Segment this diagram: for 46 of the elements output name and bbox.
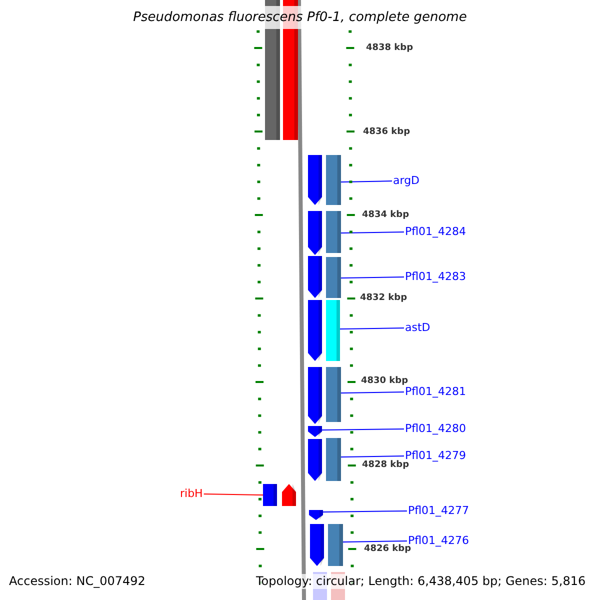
scale-label: 4838 kbp <box>366 43 414 54</box>
gene-bar <box>326 257 341 298</box>
gene-label: ribH <box>180 487 203 501</box>
leader-line <box>342 540 408 542</box>
leader-line <box>340 232 404 234</box>
gene-feature <box>309 510 323 520</box>
gene-feature <box>310 524 324 566</box>
gene-label: astD <box>405 321 430 335</box>
scale-label: 4836 kbp <box>363 127 410 138</box>
leader-line <box>340 276 404 278</box>
gene-feature <box>308 256 322 298</box>
gene-bar <box>326 300 340 361</box>
scale-label: 4828 kbp <box>362 460 410 471</box>
leader-line <box>322 428 404 430</box>
gene-label: Pfl01_4281 <box>405 385 466 399</box>
leader-line <box>340 328 404 330</box>
gene-feature <box>308 367 322 424</box>
gene-label: Pfl01_4283 <box>405 270 466 284</box>
gene-bar <box>326 438 341 481</box>
leader-line <box>340 180 392 182</box>
gene-feature <box>282 484 296 506</box>
gene-label: Pfl01_4280 <box>405 422 466 436</box>
gene-feature <box>308 211 322 255</box>
scale-label: 4830 kbp <box>361 376 408 386</box>
gene-bar <box>326 367 341 422</box>
footer-text: Accession: NC_007492 <box>9 574 146 589</box>
gene-label: Pfl01_4284 <box>405 225 466 239</box>
leader-line <box>340 456 404 458</box>
gene-feature <box>308 155 322 205</box>
gene-label: Pfl01_4277 <box>408 504 470 518</box>
gene-bar <box>263 484 277 506</box>
leader-line <box>340 392 404 394</box>
scale-label: 4832 kbp <box>360 293 408 304</box>
scale-label: 4826 kbp <box>364 544 412 555</box>
footer-text: Topology: circular; Length: 6,438,405 bp; Genes: 5,816 <box>256 574 586 589</box>
leader-line <box>203 494 264 496</box>
gene-bar <box>326 211 341 253</box>
gene-label: argD <box>393 174 420 188</box>
gene-feature <box>308 439 322 481</box>
leader-line <box>322 510 408 512</box>
gene-feature <box>308 426 322 437</box>
gene-label: Pfl01_4279 <box>405 449 466 463</box>
gene-bar <box>326 155 341 205</box>
gene-bar <box>328 524 343 566</box>
scale-label: 4834 kbp <box>362 210 410 221</box>
gene-feature <box>308 300 322 361</box>
